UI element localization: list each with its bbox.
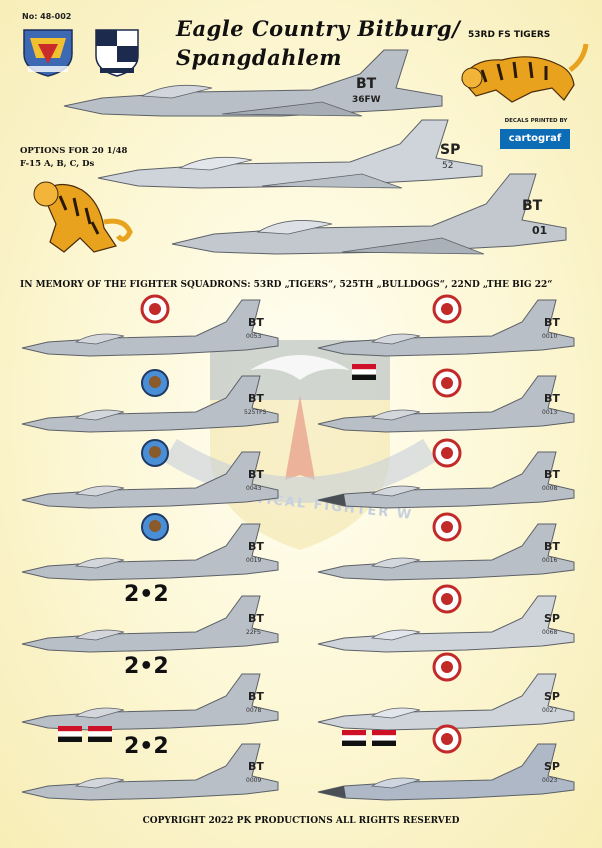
aircraft-right-7: SP 0023 xyxy=(317,743,575,801)
copyright-text: COPYRIGHT 2022 PK PRODUCTIONS ALL RIGHTS… xyxy=(142,816,460,826)
aircraft-top-3-sub: 01 xyxy=(532,224,547,237)
aircraft-left-1-code: BT xyxy=(248,316,264,329)
options-line-2: F-15 A, B, C, Ds xyxy=(20,159,95,169)
options-text: OPTIONS FOR 20 1/48 F-15 A, B, C, Ds xyxy=(20,145,220,171)
aircraft-left-4-serial: 0019 xyxy=(246,557,261,564)
aircraft-left-7-serial: 0009 xyxy=(246,777,261,784)
aircraft-right-5-code: SP xyxy=(544,612,560,625)
title-line-2: Spangdahlem xyxy=(176,45,343,70)
aircraft-left-4-code: BT xyxy=(248,540,264,553)
options-line-1: OPTIONS FOR 20 1/48 xyxy=(20,146,128,156)
flag-marking-2 xyxy=(58,726,82,742)
aircraft-left-3: BT 0043 xyxy=(21,451,279,509)
aircraft-right-1-code: BT xyxy=(544,316,560,329)
bulldog-squadron-patch-3 xyxy=(141,513,169,541)
aircraft-left-6-serial: 0078 xyxy=(246,707,261,714)
aircraft-left-2-code: BT xyxy=(248,392,264,405)
aircraft-left-3-serial: 0043 xyxy=(246,485,261,492)
aircraft-right-5: SP 0068 xyxy=(317,595,575,653)
aircraft-top-2-sub: 52 xyxy=(442,161,453,171)
emblem-arrow xyxy=(285,395,315,480)
aircraft-right-1: BT 0010 xyxy=(317,299,575,357)
wing-badge-1 xyxy=(23,29,73,77)
tiger-illustration-left xyxy=(33,181,133,253)
aircraft-right-6-code: SP xyxy=(544,690,560,703)
tiger-squadron-patch-1 xyxy=(140,294,170,324)
squadron-badge-label: 53RD FS TIGERS xyxy=(468,30,551,40)
aircraft-left-5: BT 22FS xyxy=(21,595,279,653)
aircraft-right-4: BT 0016 xyxy=(317,523,575,581)
bulldog-squadron-patch-2 xyxy=(141,439,169,467)
tiger-squadron-patch-4 xyxy=(432,438,462,468)
aircraft-right-2: BT 0013 xyxy=(317,375,575,433)
aircraft-left-5-serial: 22FS xyxy=(246,629,261,636)
aircraft-left-2-serial: 525TFS xyxy=(244,409,266,416)
aircraft-right-2-code: BT xyxy=(544,392,560,405)
aircraft-left-1: BT 0053 xyxy=(21,299,279,357)
aircraft-top-3: BT 01 xyxy=(171,173,567,255)
emblem-scroll xyxy=(163,438,437,503)
aircraft-right-4-serial: 0016 xyxy=(542,557,557,564)
wing-badge-2 xyxy=(95,29,139,77)
tiger-squadron-patch-6 xyxy=(432,584,462,614)
kit-number: No: 48-002 xyxy=(22,12,72,21)
aircraft-right-3-serial: 0008 xyxy=(542,485,557,492)
bulldog-squadron-patch-1 xyxy=(141,369,169,397)
sheet-title: Eagle Country Bitburg/ Spangdahlem xyxy=(176,14,476,72)
aircraft-top-2-code: SP xyxy=(440,142,460,158)
aircraft-right-4-code: BT xyxy=(544,540,560,553)
tiger-squadron-patch-3 xyxy=(432,368,462,398)
big22-insignia-1: 2•2 xyxy=(124,582,169,607)
aircraft-top-3-code: BT xyxy=(522,198,543,214)
aircraft-top-1-sub: 36FW xyxy=(352,95,381,105)
flag-marking-5 xyxy=(372,730,396,746)
aircraft-right-5-serial: 0068 xyxy=(542,629,557,636)
tiger-squadron-patch-8 xyxy=(432,724,462,754)
aircraft-left-3-code: BT xyxy=(248,468,264,481)
aircraft-right-3-code: BT xyxy=(544,468,560,481)
aircraft-top-1-code: BT xyxy=(356,76,377,92)
aircraft-left-2: BT 525TFS xyxy=(21,375,279,433)
aircraft-left-7-code: BT xyxy=(248,760,264,773)
aircraft-left-1-serial: 0053 xyxy=(246,333,261,340)
tiger-illustration-top xyxy=(461,43,589,103)
aircraft-left-4: BT 0019 xyxy=(21,523,279,581)
aircraft-right-3: BT 0008 xyxy=(317,451,575,509)
cartograf-logo: cartograf xyxy=(500,129,570,149)
flag-marking-4 xyxy=(342,730,366,746)
memory-dedication: IN MEMORY OF THE FIGHTER SQUADRONS: 53RD… xyxy=(20,280,553,290)
flag-marking-1 xyxy=(352,364,376,380)
tiger-squadron-patch-5 xyxy=(432,512,462,542)
aircraft-right-1-serial: 0010 xyxy=(542,333,557,340)
tiger-squadron-patch-2 xyxy=(432,294,462,324)
aircraft-right-7-serial: 0023 xyxy=(542,777,557,784)
aircraft-right-7-code: SP xyxy=(544,760,560,773)
title-line-1: Eagle Country Bitburg/ xyxy=(176,16,461,41)
aircraft-right-6: SP 0027 xyxy=(317,673,575,731)
decals-printed-by: DECALS PRINTED BY xyxy=(504,118,568,124)
big22-insignia-3: 2•2 xyxy=(124,734,169,759)
emblem-eagle xyxy=(250,355,350,380)
aircraft-left-7: BT 0009 xyxy=(21,743,279,801)
flag-marking-3 xyxy=(88,726,112,742)
aircraft-left-5-code: BT xyxy=(248,612,264,625)
aircraft-right-2-serial: 0013 xyxy=(542,409,557,416)
tiger-squadron-patch-7 xyxy=(432,652,462,682)
aircraft-left-6: BT 0078 xyxy=(21,673,279,731)
aircraft-left-6-code: BT xyxy=(248,690,264,703)
aircraft-top-2: SP 52 xyxy=(97,119,483,189)
aircraft-right-6-serial: 0027 xyxy=(542,707,557,714)
aircraft-top-1: BT 36FW xyxy=(63,49,443,117)
big22-insignia-2: 2•2 xyxy=(124,654,169,679)
